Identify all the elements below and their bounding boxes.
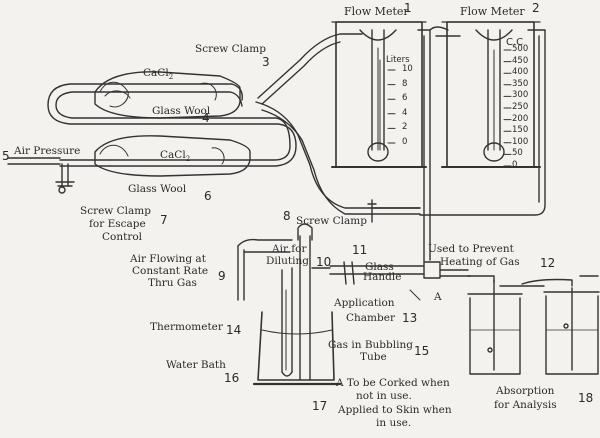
number-10: 10 — [316, 255, 332, 269]
corked-line2: not in use. — [356, 390, 412, 402]
meter2-tick-label: 300 — [512, 90, 529, 101]
cacl2-bottom-label: CaCl2 — [160, 149, 191, 164]
thermometer-label: Thermometer — [150, 321, 223, 333]
number-8: 8 — [283, 209, 291, 223]
screw-clamp-escape-line1: Screw Clamp — [80, 205, 151, 217]
number-9: 9 — [218, 269, 226, 283]
flow-meter-1-label: Flow Meter — [344, 5, 409, 18]
number-2: 2 — [532, 1, 540, 15]
meter1-tick-label: 8 — [402, 78, 408, 89]
meter2-tick-label: 0 — [512, 160, 518, 170]
number-1: 1 — [404, 1, 412, 15]
glass-handle-line1: Glass — [365, 261, 394, 273]
tubing — [7, 26, 546, 263]
gas-bubbling-line1: Gas in Bubbling — [328, 339, 413, 351]
cacl2-top-label: CaCl2 — [143, 67, 174, 82]
meter2-tick-label: 400 — [512, 67, 529, 78]
number-6: 6 — [204, 189, 212, 203]
flow-meter-2 — [441, 21, 541, 168]
air-flowing-line3: Thru Gas — [148, 277, 197, 289]
number-4: 4 — [202, 111, 210, 125]
screw-clamp-escape-line2: for Escape — [89, 218, 146, 230]
cacl2-tube-top — [94, 71, 241, 119]
air-diluting-line1: Air for — [272, 243, 307, 255]
flow-meter-2-label: Flow Meter — [460, 5, 525, 18]
absorption-line2: for Analysis — [494, 399, 557, 411]
number-12: 12 — [540, 256, 556, 270]
screw-clamp-top-label: Screw Clamp — [195, 43, 266, 55]
meter1-tick-label: 4 — [402, 107, 408, 118]
water-bath-label: Water Bath — [166, 359, 226, 371]
cacl2-tube-bottom — [94, 135, 251, 177]
meter2-tick-label: 100 — [512, 136, 529, 147]
meter1-unit: Liters — [386, 55, 410, 65]
gas-bubbling-line2: Tube — [360, 351, 387, 363]
meter2-tick-label: 50 — [512, 148, 523, 159]
glass-handle-line2: Handle — [363, 271, 402, 283]
corked-line4: in use. — [376, 417, 412, 429]
meter2-unit: C.C — [506, 37, 524, 48]
corked-line3: Applied to Skin when — [338, 404, 452, 416]
number-11: 11 — [352, 243, 368, 257]
number-17: 17 — [312, 399, 328, 413]
meter1-tick-label: 6 — [402, 93, 408, 104]
number-7: 7 — [160, 213, 168, 227]
number-3: 3 — [262, 55, 270, 69]
flow-meter-1 — [331, 21, 427, 168]
application-chamber-line1: Application — [334, 297, 395, 309]
application-chamber-line2: Chamber — [346, 312, 395, 324]
meter2-tick-label: 250 — [512, 102, 529, 112]
glass-wool-top-label: Glass Wool — [152, 105, 211, 117]
air-diluting-line2: Diluting — [266, 255, 309, 267]
meter2-tick-label: 450 — [512, 55, 529, 66]
air-flowing-line2: Constant Rate — [132, 265, 209, 277]
screw-clamp-escape-line3: Control — [102, 231, 143, 243]
corked-line1: A To be Corked when — [336, 377, 450, 389]
meter2-tick-label: 500 — [512, 44, 529, 54]
number-15: 15 — [414, 344, 430, 358]
glass-wool-bottom-label: Glass Wool — [128, 183, 187, 195]
meter2-tick-label: 150 — [512, 125, 529, 136]
number-5: 5 — [2, 149, 10, 163]
meter2-tick-label: 200 — [512, 113, 529, 124]
used-prevent-line1: Used to Prevent — [428, 243, 514, 255]
air-pressure-label: Air Pressure — [14, 145, 81, 157]
number-14: 14 — [226, 323, 242, 337]
absorption-line1: Absorption — [496, 385, 555, 397]
meter2-tick-label: 350 — [512, 78, 529, 89]
used-prevent-line2: Heating of Gas — [440, 256, 520, 268]
meter1-tick-label: 0 — [402, 137, 408, 147]
bubbling-apparatus — [237, 223, 600, 386]
number-16: 16 — [224, 371, 240, 385]
meter1-tick-label: 2 — [402, 122, 408, 133]
meter1-tick-label: 10 — [402, 64, 413, 74]
number-13: 13 — [402, 311, 418, 325]
air-flowing-line1: Air Flowing at — [130, 253, 206, 265]
number-18: 18 — [578, 391, 594, 405]
point-a-label: A — [434, 291, 442, 303]
screw-clamp-mid-label: Screw Clamp — [296, 215, 367, 227]
